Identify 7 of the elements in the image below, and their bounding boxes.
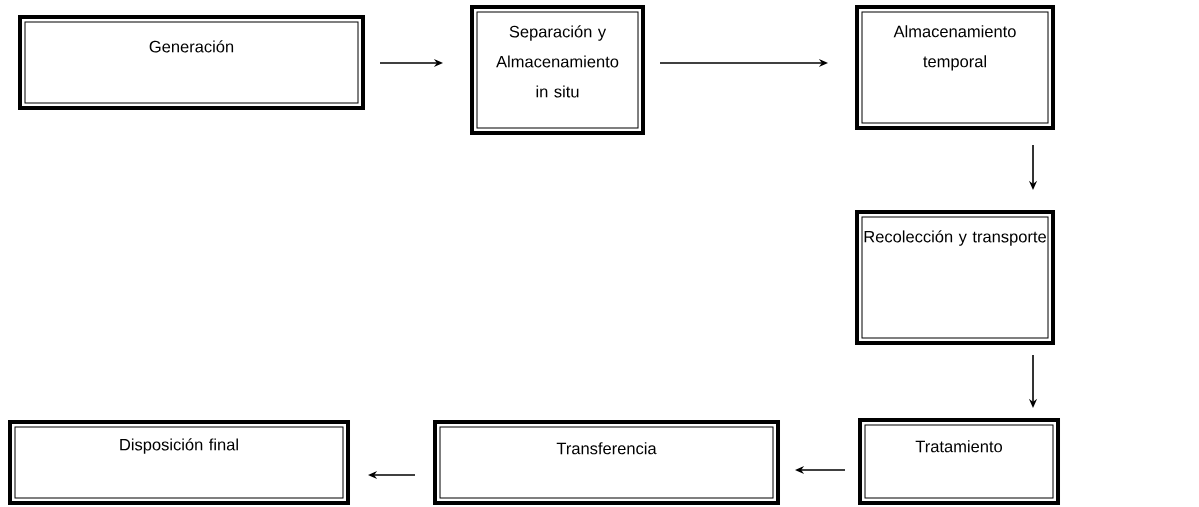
process-box: Separación y Almacenamiento in situ [470,5,645,135]
process-box: Tratamiento [858,418,1060,505]
process-box: Transferencia [433,420,780,505]
process-box: Generación [18,15,365,110]
process-box: Recolección y transporte [855,210,1055,345]
process-box: Disposición final [8,420,350,505]
process-box: Almacenamiento temporal [855,5,1055,130]
